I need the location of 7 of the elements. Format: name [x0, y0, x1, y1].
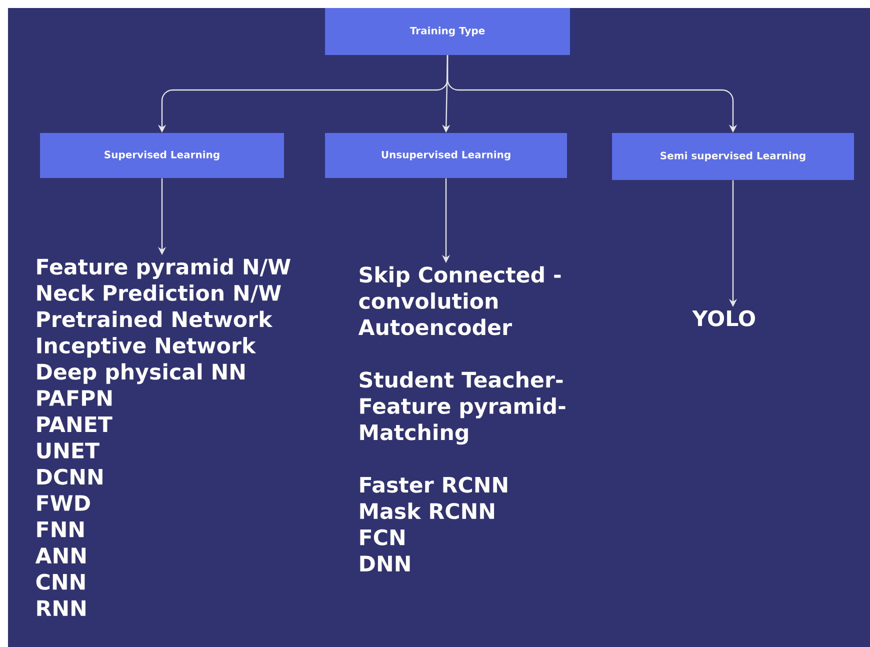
process-box: Semi supervised Learning: [612, 133, 854, 180]
process-box: Training Type: [325, 8, 570, 55]
method-list: YOLO: [692, 310, 755, 326]
process-box: Supervised Learning: [40, 133, 284, 178]
process-box: Unsupervised Learning: [325, 133, 567, 178]
method-list: Feature pyramid N/W Neck Prediction N/W Pretrained Network Inceptive Network Deep physical NN PAFPN PANET UNET DCNN FWD FNN ANN CNN RNN: [35, 258, 290, 616]
method-list: Skip Connected - convolution Autoencoder Student Teacher- Feature pyramid- Matching Faster RCNN Mask RCNN FCN DNN: [358, 266, 566, 572]
